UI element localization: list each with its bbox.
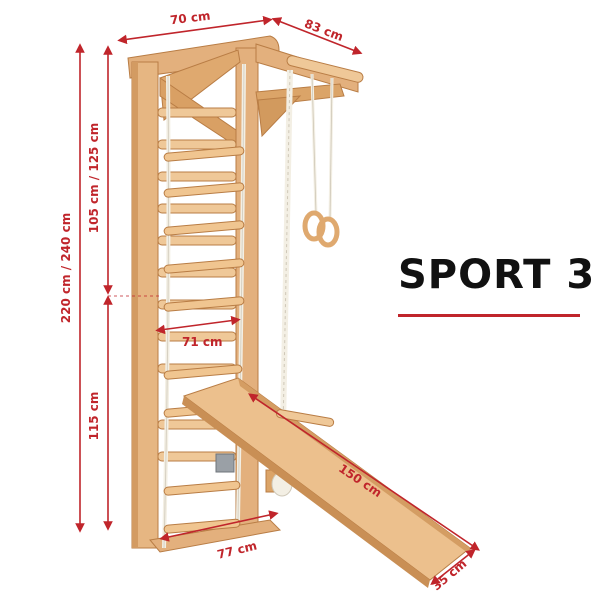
title-underline: [398, 314, 580, 317]
dim-label-top-depth: 83 cm: [302, 16, 345, 44]
product-title: SPORT 3: [398, 252, 596, 298]
dim-label-top-width: 70 cm: [169, 9, 211, 28]
dim-line-top-width: [117, 15, 273, 45]
gymnastic-rings: [302, 73, 340, 248]
dim-line-slide-width: [430, 549, 476, 585]
dim-label-base-depth: 77 cm: [216, 538, 259, 561]
dim-label-inner-width: 71 cm: [182, 335, 223, 349]
dim-line-slide-length: [248, 393, 480, 551]
dim-line-inner-width: [155, 315, 241, 335]
dim-line-top-depth: [271, 17, 363, 55]
dim-label-lower-height: 115 cm: [87, 392, 101, 441]
dim-label-upper-height: 105 cm / 125 cm: [87, 123, 101, 233]
dim-label-total-height: 220 cm / 240 cm: [59, 213, 73, 323]
